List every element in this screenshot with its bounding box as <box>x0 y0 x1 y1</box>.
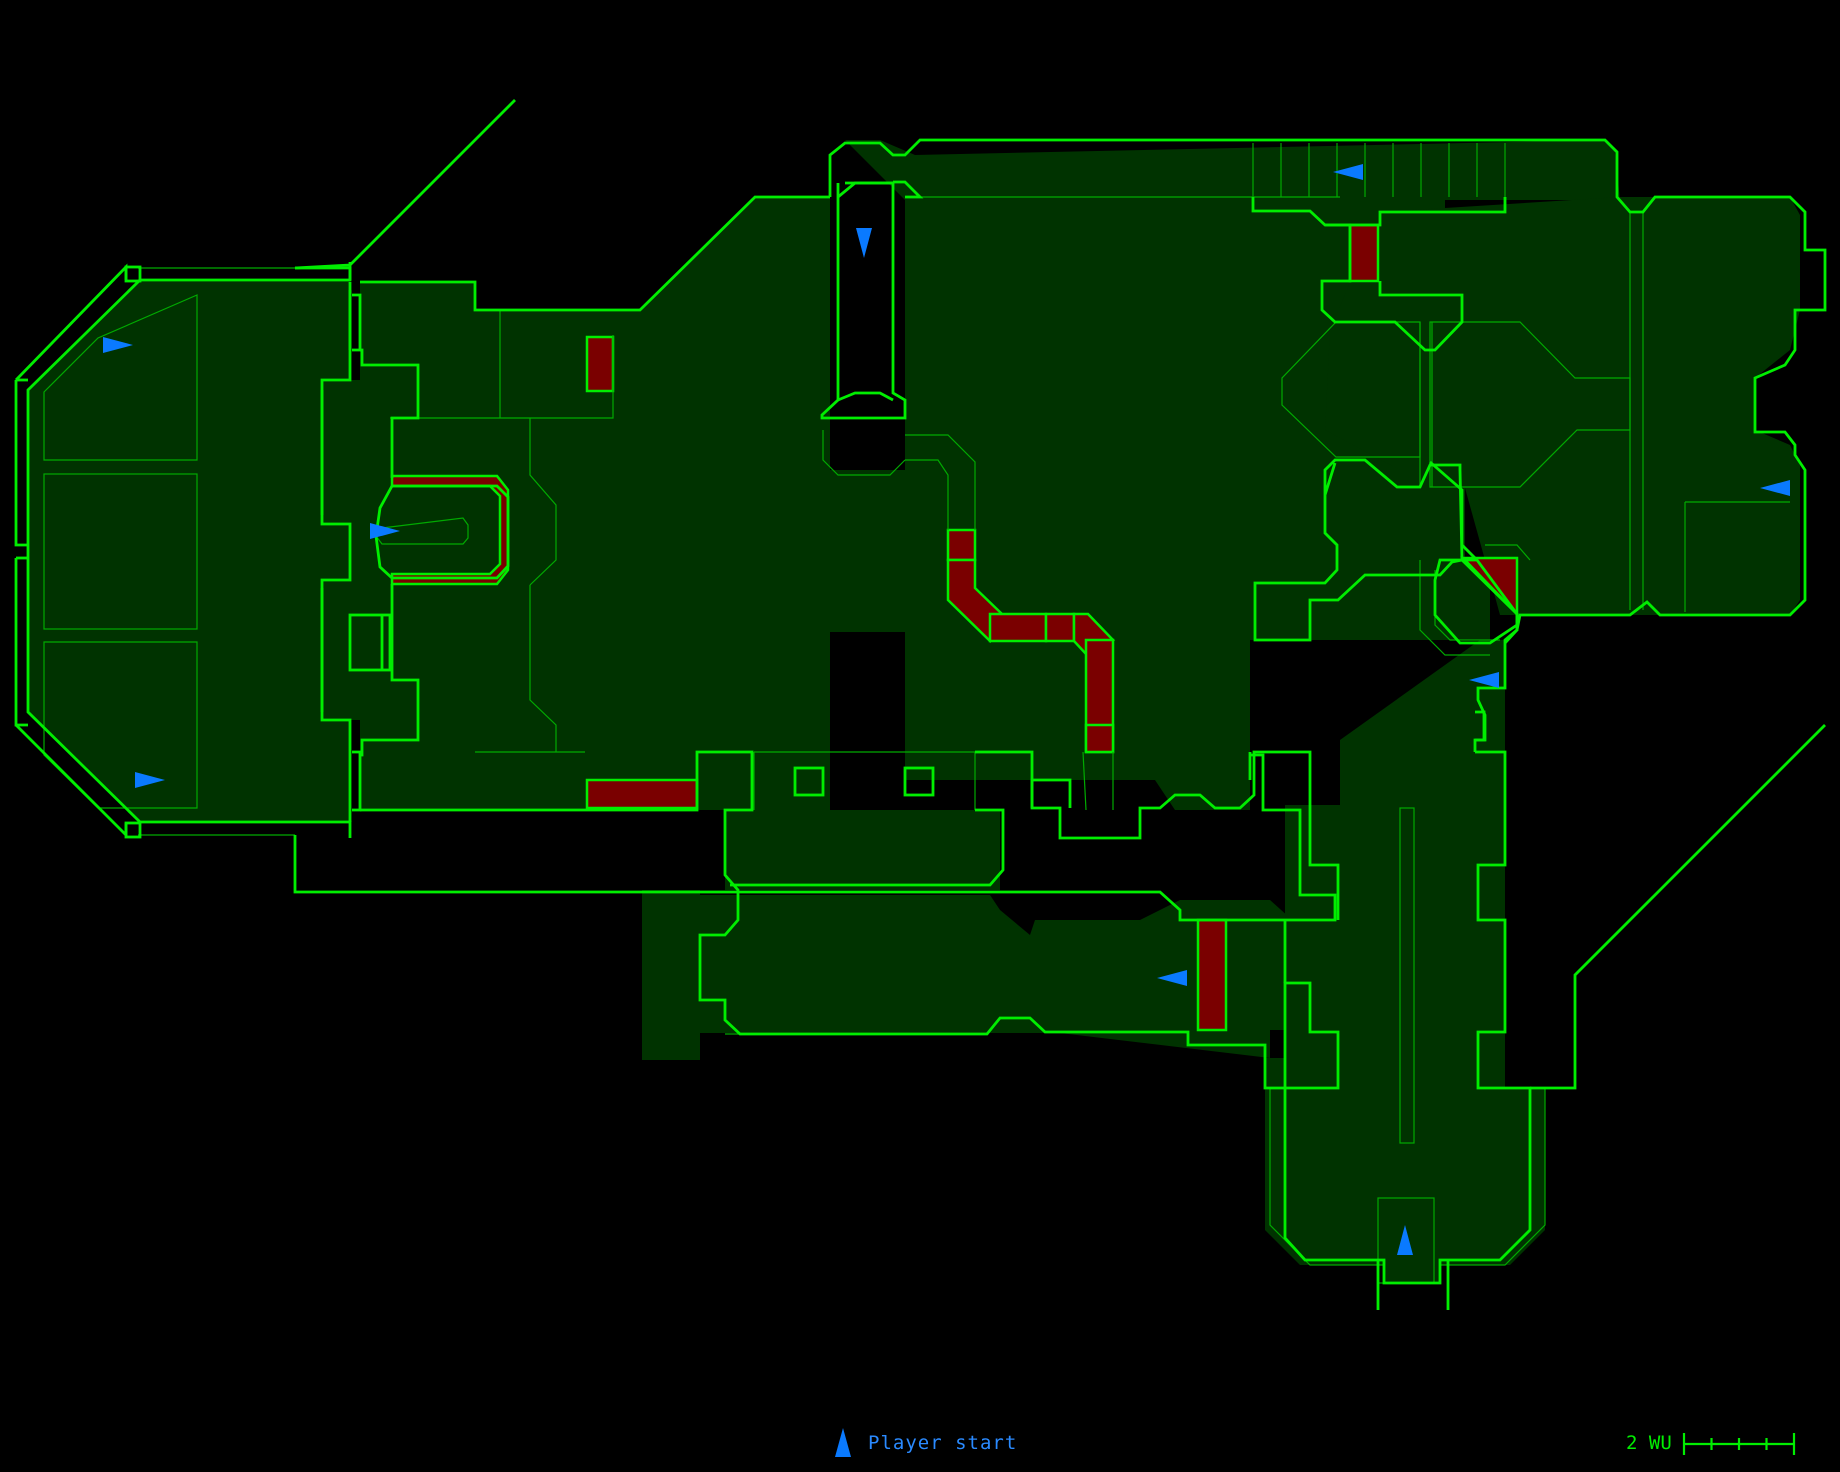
player-start-icon <box>1469 672 1499 688</box>
floor-south-wing <box>1265 640 1545 1282</box>
hazard-pad <box>585 335 615 393</box>
player-start-icon <box>856 228 872 258</box>
scale: 2 WU <box>1626 1428 1672 1458</box>
player-start-icon <box>370 523 400 539</box>
player-start-icon <box>835 1428 851 1457</box>
inner-line-layer <box>43 143 1790 1284</box>
scale-label: 2 WU <box>1626 1432 1672 1454</box>
player-start-icon <box>1397 1225 1413 1255</box>
floor-west-hall <box>28 280 350 822</box>
floor-north-hall <box>845 140 1620 200</box>
spawn-layer <box>103 164 1790 1255</box>
floor-east-wing <box>1325 197 1800 615</box>
floor-layer <box>28 140 1800 1282</box>
floor-southwest-area <box>642 890 700 1060</box>
floor-west-cell <box>350 380 420 720</box>
player-start-icon <box>1157 970 1187 986</box>
floor-south-link <box>725 810 1000 890</box>
player-start-icon <box>135 772 165 788</box>
player-start-icon <box>103 337 133 353</box>
hazard-pad <box>988 612 1048 643</box>
floor-west-annex <box>360 197 905 810</box>
player-start-icon <box>1760 480 1790 496</box>
wall-layer <box>14 99 1827 1310</box>
hazard-pad <box>1348 223 1380 283</box>
player-start-icon <box>1333 164 1363 180</box>
hazard-pad <box>1044 612 1076 643</box>
floor-south-hall <box>700 895 1335 1058</box>
scale-bar <box>1682 1433 1796 1455</box>
hazard-pad <box>1196 918 1228 1032</box>
legend: Player start <box>834 1428 1017 1458</box>
hazard-pad <box>1084 723 1115 754</box>
hazard-pad <box>585 778 699 810</box>
legend-label: Player start <box>868 1432 1018 1454</box>
hazard-pad <box>946 528 977 562</box>
